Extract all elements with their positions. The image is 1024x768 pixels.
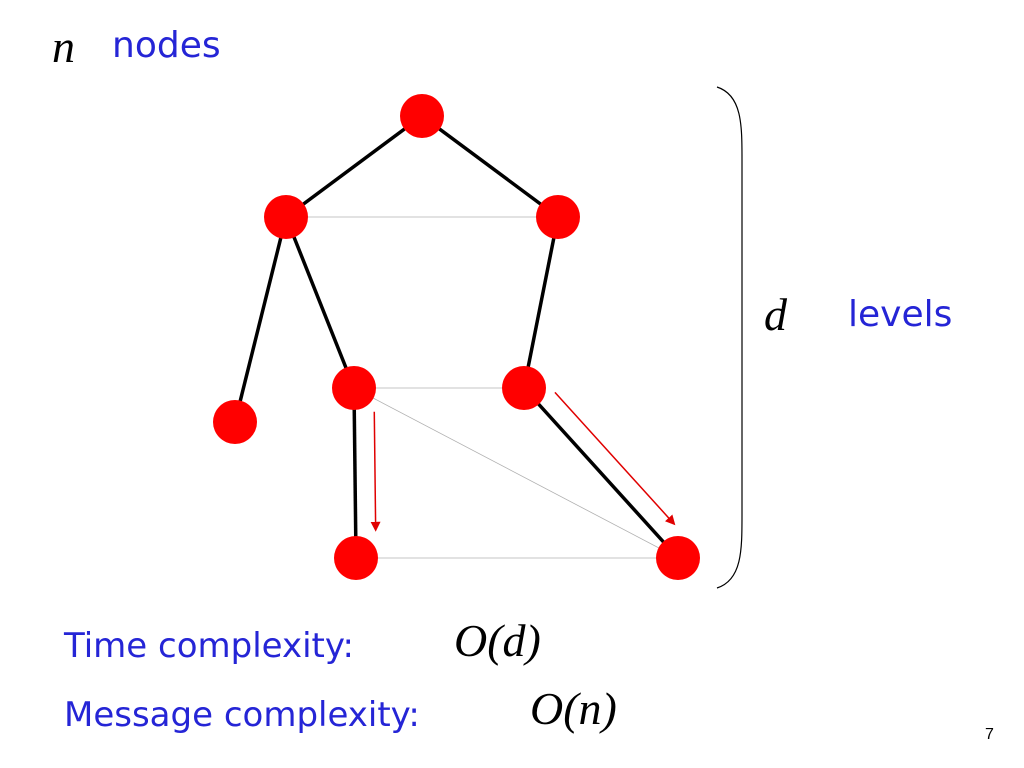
tree-node-e xyxy=(502,366,546,410)
tree-node-g xyxy=(656,536,700,580)
levels-label: levels xyxy=(848,294,953,335)
tree-node-a xyxy=(264,195,308,239)
time-complexity-label: Time complexity: xyxy=(64,626,354,666)
tree-edge-d-f xyxy=(352,387,358,559)
message-arrow-d-f xyxy=(370,411,381,532)
level-links xyxy=(286,216,679,559)
tree-node-root xyxy=(400,94,444,138)
page-number: 7 xyxy=(985,726,994,743)
d-variable: d xyxy=(764,289,787,340)
tree-edge-a-c xyxy=(233,216,288,423)
message-complexity-expression: O(n) xyxy=(530,684,617,734)
tree-edge-b-e xyxy=(522,216,560,389)
tree-edge-a-d xyxy=(284,216,356,389)
message-complexity-label: Message complexity: xyxy=(64,695,420,735)
n-variable: n xyxy=(52,21,75,72)
tree-node-d xyxy=(332,366,376,410)
tree-edge-e-g xyxy=(522,386,680,560)
time-complexity-argument: (d) xyxy=(487,615,541,666)
tree-edges xyxy=(233,114,680,560)
message-complexity-argument: (n) xyxy=(563,683,617,734)
tree-edge-root-a xyxy=(284,114,424,219)
tree-node-b xyxy=(536,195,580,239)
tree-node-c xyxy=(213,400,257,444)
message-arrows xyxy=(370,391,676,532)
message-arrow-e-g xyxy=(554,391,676,526)
time-complexity-expression: O(d) xyxy=(454,616,541,666)
big-o-symbol: O xyxy=(454,615,488,666)
tree-edge-root-b xyxy=(420,114,560,219)
nodes-label: nodes xyxy=(112,25,221,66)
level-link-d-g xyxy=(353,387,679,559)
big-o-symbol: O xyxy=(530,683,564,734)
tree-nodes xyxy=(213,94,700,580)
tree-node-f xyxy=(334,536,378,580)
levels-brace xyxy=(716,86,743,589)
